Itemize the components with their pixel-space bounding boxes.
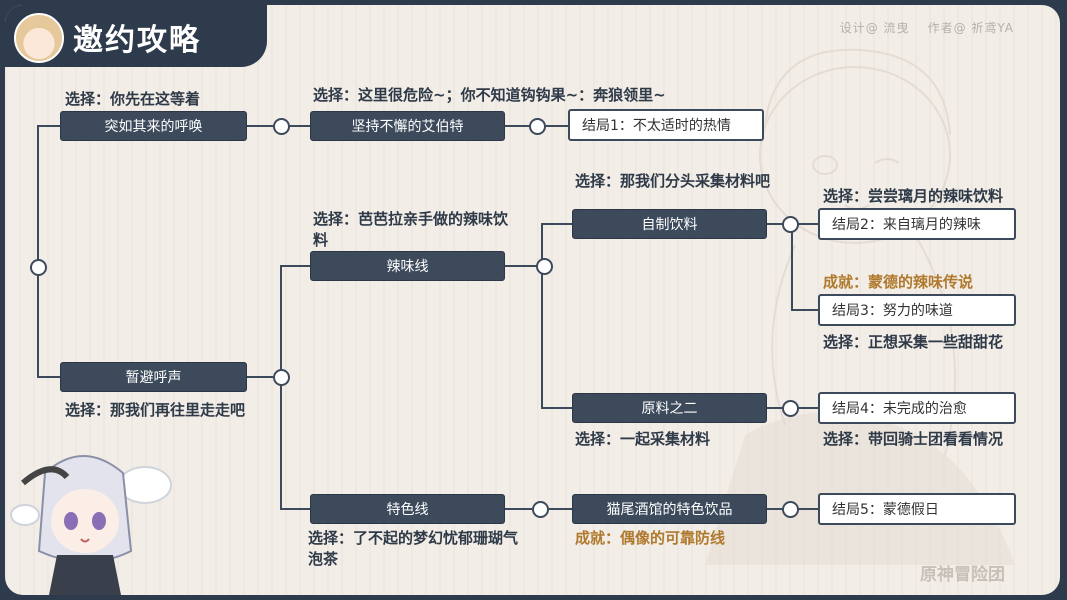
chibi-character-icon bbox=[10, 455, 172, 595]
node-persist[interactable]: 坚持不懈的艾伯特 bbox=[310, 111, 505, 141]
credits: 设计@ 流曳 作者@ 祈鸢YA bbox=[840, 19, 1014, 36]
choice-label: 选择：芭芭拉亲手做的辣味饮料 bbox=[313, 210, 509, 249]
node-special[interactable]: 特色线 bbox=[310, 494, 505, 524]
page-title: 邀约攻略 bbox=[73, 23, 201, 58]
branch-node bbox=[30, 259, 47, 276]
choice-label: 选择：一起采集材料 bbox=[575, 430, 711, 448]
branch-node bbox=[782, 216, 799, 233]
node-homemade[interactable]: 自制饮料 bbox=[572, 209, 767, 239]
watermark: 原神冒险团 bbox=[920, 565, 1005, 585]
title-banner: 邀约攻略 bbox=[5, 5, 267, 67]
branch-node bbox=[273, 118, 290, 135]
choice-label: 选择：这里很危险~；你不知道钩钩果~：奔狼领里~ bbox=[313, 86, 666, 104]
credit-design: 设计@ 流曳 bbox=[839, 21, 910, 35]
character-avatar-icon bbox=[14, 13, 64, 63]
choice-label: 选择：你先在这等着 bbox=[65, 90, 201, 108]
branch-node bbox=[782, 501, 799, 518]
branch-node bbox=[536, 258, 553, 275]
choice-label: 选择：了不起的梦幻忧郁珊瑚气泡茶 bbox=[308, 529, 519, 568]
ending-2[interactable]: 结局2：来自璃月的辣味 bbox=[818, 208, 1016, 240]
achievement-label: 成就：蒙德的辣味传说 bbox=[823, 273, 974, 291]
guide-panel: 邀约攻略 设计@ 流曳 作者@ 祈鸢YA bbox=[5, 5, 1060, 595]
choice-label: 选择：那我们分头采集材料吧 bbox=[575, 172, 771, 190]
achievement-label: 成就：偶像的可靠防线 bbox=[575, 529, 726, 547]
choice-label: 选择：那我们再往里走走吧 bbox=[65, 401, 246, 419]
background-character-illustration bbox=[705, 48, 1015, 565]
ending-4[interactable]: 结局4：未完成的治愈 bbox=[818, 392, 1016, 424]
ending-3[interactable]: 结局3：努力的味道 bbox=[818, 294, 1016, 326]
node-root-a[interactable]: 突如其来的呼唤 bbox=[60, 111, 247, 141]
branch-node bbox=[273, 369, 290, 386]
choice-label: 选择：正想采集一些甜甜花 bbox=[823, 333, 1004, 351]
node-raw2[interactable]: 原料之二 bbox=[572, 393, 767, 423]
branch-node bbox=[782, 400, 799, 417]
branch-node bbox=[529, 118, 546, 135]
branch-node bbox=[532, 501, 549, 518]
node-spicy[interactable]: 辣味线 bbox=[310, 251, 505, 281]
choice-label: 选择：尝尝璃月的辣味饮料 bbox=[823, 187, 1004, 205]
ending-1[interactable]: 结局1：不太适时的热情 bbox=[568, 109, 764, 141]
choice-label: 选择：带回骑士团看看情况 bbox=[823, 430, 1004, 448]
ending-5[interactable]: 结局5：蒙德假日 bbox=[818, 493, 1016, 525]
branch-connectors bbox=[37, 125, 818, 510]
node-cattail[interactable]: 猫尾酒馆的特色饮品 bbox=[572, 494, 767, 524]
credit-author: 作者@ 祈鸢YA bbox=[927, 21, 1014, 35]
node-root-b[interactable]: 暂避呼声 bbox=[60, 362, 247, 392]
